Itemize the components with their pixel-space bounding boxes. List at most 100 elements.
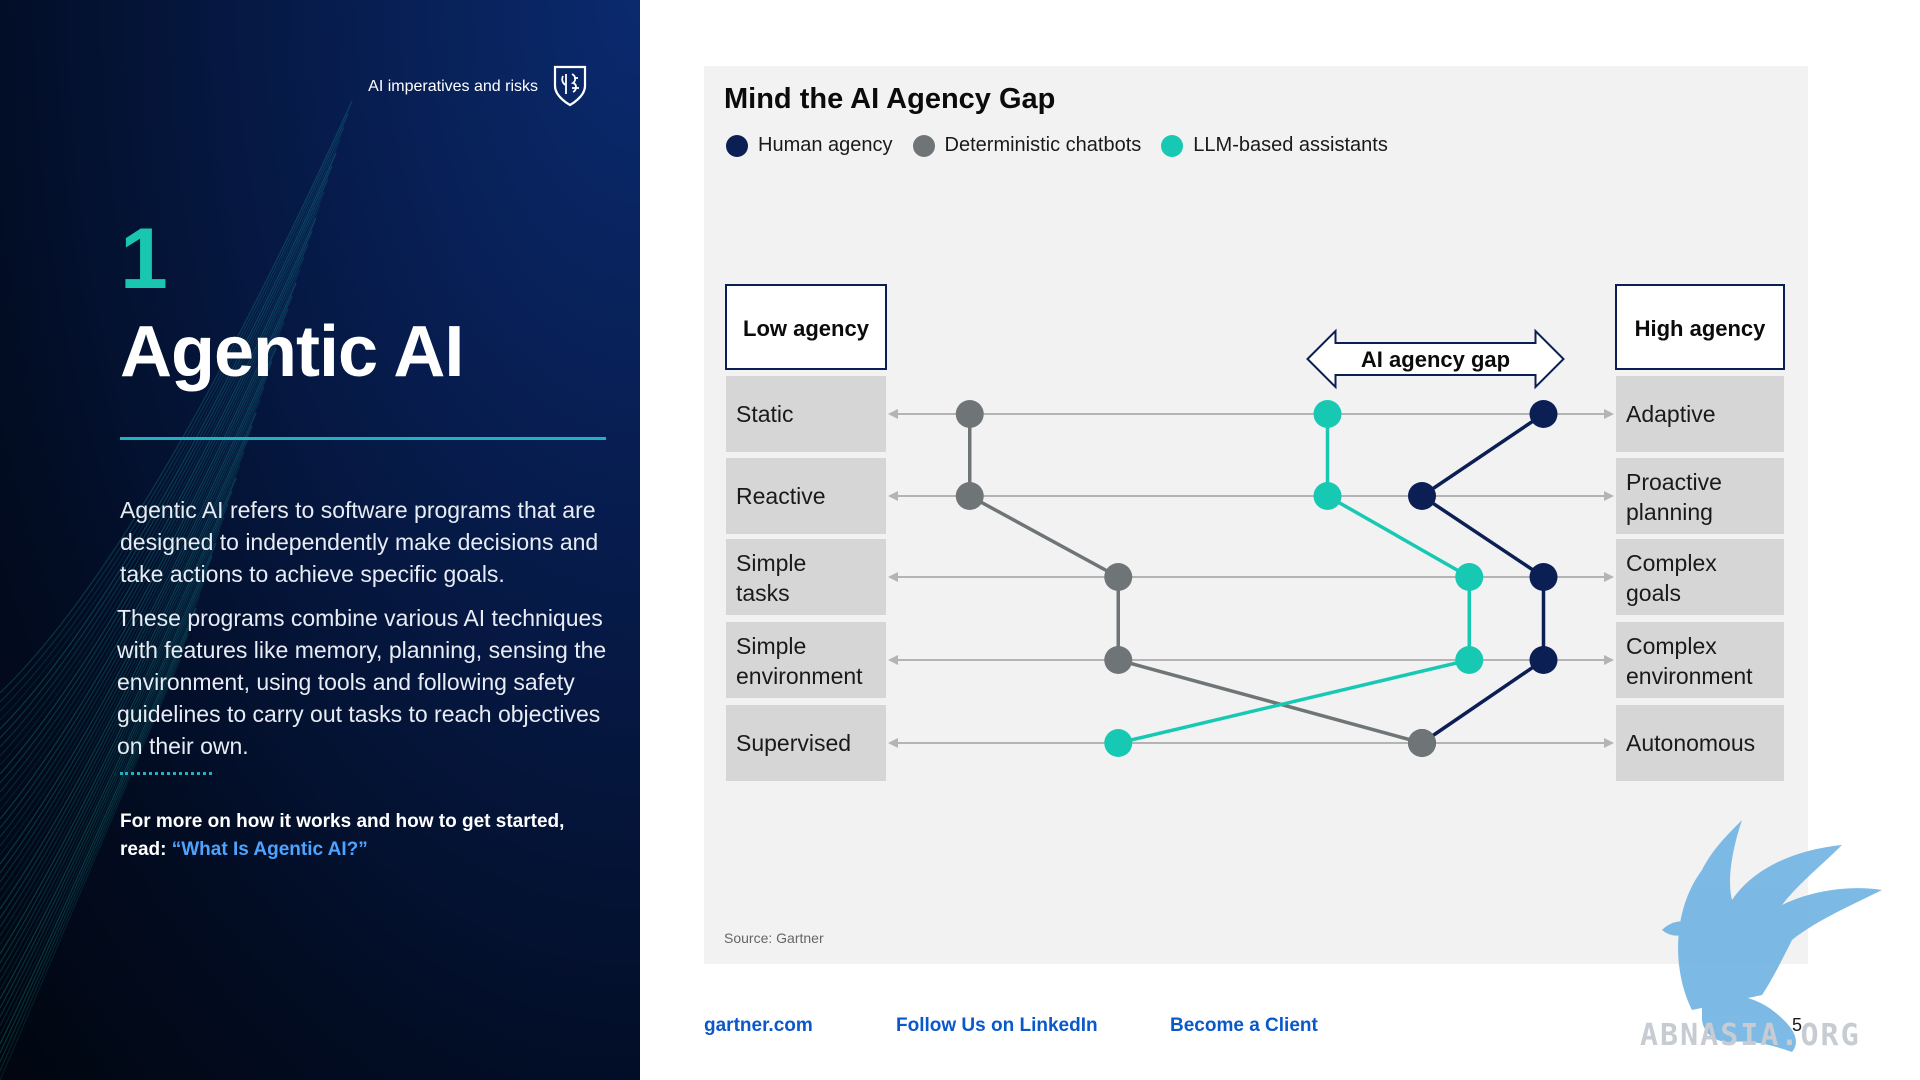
gap-label: AI agency gap	[1361, 347, 1510, 372]
data-point	[1104, 563, 1133, 591]
low-row-box	[726, 539, 886, 615]
shield-brain-icon	[553, 65, 587, 107]
decorative-line	[0, 113, 349, 703]
decorative-line	[0, 412, 257, 910]
data-point	[1529, 400, 1558, 428]
track-arrow-left	[888, 572, 898, 582]
track-arrow-right	[1604, 738, 1614, 748]
decorative-line	[0, 633, 189, 1063]
data-point	[1529, 563, 1558, 591]
chart-card: Mind the AI Agency Gap Human agency Dete…	[704, 66, 1808, 964]
decorative-lines	[0, 100, 353, 1080]
decorative-line	[0, 594, 201, 1036]
decorative-line	[0, 217, 317, 775]
legend-item-human: Human agency	[726, 134, 893, 157]
chart-legend: Human agency Deterministic chatbots LLM-…	[726, 134, 1408, 157]
watermark-text: ABNASIA.ORG	[1640, 1018, 1861, 1053]
decorative-line	[0, 425, 253, 919]
decorative-line	[0, 477, 237, 955]
decorative-line	[0, 581, 205, 1027]
track-arrow-right	[1604, 655, 1614, 665]
gap-arrow	[1306, 328, 1565, 390]
low-row-label: Supervised	[736, 730, 851, 756]
page-number: 5	[1792, 1015, 1803, 1035]
decorative-line	[0, 386, 265, 892]
high-row-label: Adaptive	[1626, 401, 1716, 427]
dotted-divider	[120, 772, 212, 775]
decorative-line	[0, 555, 213, 1009]
data-point	[1104, 646, 1133, 674]
footer-link-gartner[interactable]: gartner.com	[704, 1015, 813, 1036]
legend-item-llm: LLM-based assistants	[1161, 134, 1388, 157]
decorative-line	[0, 347, 277, 865]
track-arrow-right	[1604, 572, 1614, 582]
footer-link-linkedin[interactable]: Follow Us on LinkedIn	[896, 1015, 1098, 1036]
decorative-line	[0, 503, 229, 973]
decorative-line	[0, 568, 209, 1018]
footer-link-become-client[interactable]: Become a Client	[1170, 1015, 1318, 1036]
high-row-box	[1616, 458, 1784, 534]
header-label: AI imperatives and risks	[368, 78, 538, 95]
high-row-box	[1616, 376, 1784, 452]
decorative-line	[0, 464, 241, 946]
low-row-box	[726, 458, 886, 534]
chart-source: Source: Gartner	[724, 930, 824, 946]
legend-dot	[726, 134, 748, 157]
legend-dot	[1161, 134, 1184, 157]
decorative-line	[0, 529, 221, 991]
legend-label: LLM-based assistants	[1193, 134, 1388, 156]
low-agency-header-box	[725, 284, 887, 370]
legend-dot	[912, 134, 935, 157]
decorative-line	[0, 256, 305, 802]
section-number: 1	[120, 211, 168, 307]
data-point	[1455, 646, 1484, 674]
high-row-box	[1616, 622, 1784, 698]
read-more-text: For more on how it works and how to get …	[120, 811, 565, 860]
decorative-line	[0, 100, 353, 694]
track-arrow-right	[1604, 491, 1614, 501]
decorative-line	[0, 646, 185, 1072]
chart-title: Mind the AI Agency Gap	[724, 83, 1056, 115]
decorative-line	[0, 490, 233, 964]
left-panel: AI imperatives and risks 1 Agentic AI Ag…	[0, 0, 640, 1080]
high-agency-header-box	[1615, 284, 1785, 370]
data-point	[955, 400, 984, 428]
legend-label: Human agency	[758, 134, 893, 156]
data-point	[1104, 729, 1133, 757]
decorative-line	[0, 243, 309, 793]
intro-paragraph: Agentic AI refers to software programs t…	[120, 497, 599, 587]
title-divider	[120, 437, 606, 440]
track-arrow-left	[888, 738, 898, 748]
track-arrow-left	[888, 655, 898, 665]
track-arrow-right	[1604, 409, 1614, 419]
decorative-line	[0, 542, 217, 1000]
details-paragraph: These programs combine various AI techni…	[117, 605, 607, 759]
data-point	[1408, 482, 1436, 510]
what-is-agentic-ai-link[interactable]: “What Is Agentic AI?”	[171, 839, 368, 860]
decorative-line	[0, 139, 341, 721]
data-point	[1455, 563, 1484, 591]
griffin-watermark-icon	[1662, 820, 1882, 1052]
low-agency-header: Low agency	[743, 316, 870, 341]
decorative-line	[0, 152, 337, 730]
decorative-line	[0, 295, 293, 829]
decorative-line	[0, 204, 321, 766]
decorative-line	[0, 321, 285, 847]
high-row-label: Autonomous	[1626, 730, 1755, 756]
decorative-line	[0, 516, 225, 982]
decorative-line	[0, 373, 269, 883]
decorative-line	[0, 399, 261, 901]
section-title: Agentic AI	[120, 312, 464, 392]
decorative-line	[0, 620, 193, 1054]
decorative-line	[0, 659, 181, 1080]
data-point	[1529, 646, 1558, 674]
legend-item-chatbots: Deterministic chatbots	[912, 134, 1141, 157]
decorative-line	[0, 451, 245, 937]
decorative-line	[0, 126, 345, 712]
